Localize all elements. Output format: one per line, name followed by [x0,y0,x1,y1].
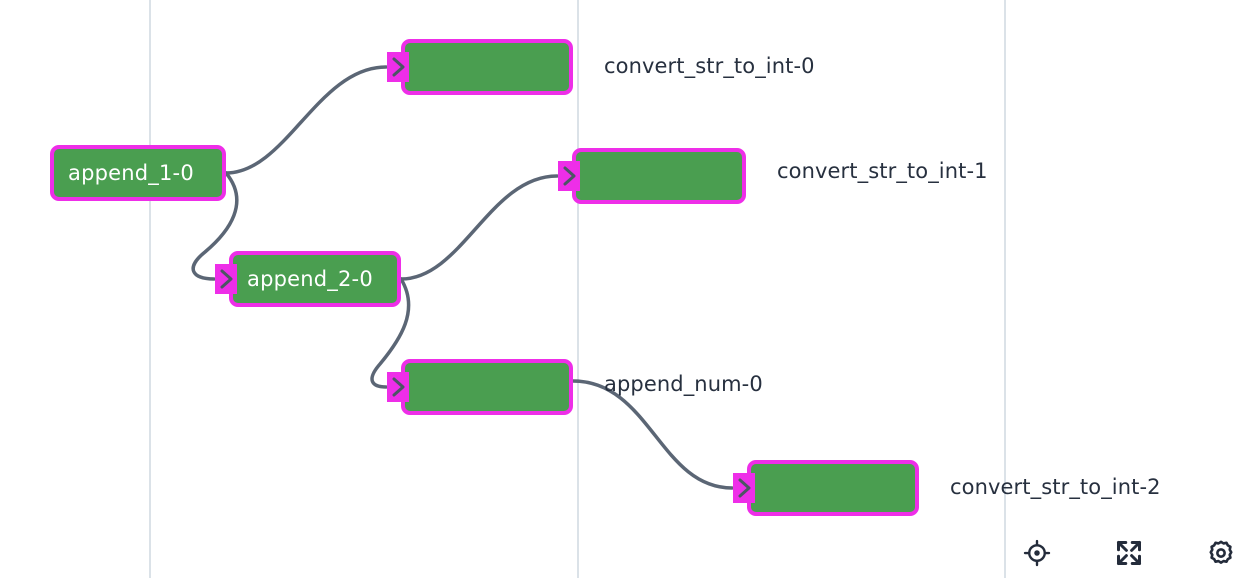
crosshair-target-icon [1022,538,1052,568]
node-caption: append_num-0 [604,372,763,396]
gridline [1004,0,1006,578]
canvas-controls [1020,536,1238,570]
node-input-port[interactable] [387,52,409,82]
edge[interactable] [224,65,388,175]
gridline [577,0,579,578]
graph-node[interactable] [733,460,919,516]
graph-node[interactable]: append_1-0 [50,145,226,201]
chevron-right-icon [220,269,232,289]
node-input-port[interactable] [558,161,580,191]
node-caption: convert_str_to_int-0 [604,54,815,78]
node-label: append_1-0 [68,160,194,185]
chevron-right-icon [738,478,750,498]
gridline [149,0,151,578]
center-view-button[interactable] [1020,536,1054,570]
fit-view-button[interactable] [1112,536,1146,570]
gear-icon [1206,538,1236,568]
chevron-right-icon [392,377,404,397]
chevron-right-icon [563,166,575,186]
graph-node[interactable]: append_2-0 [215,251,401,307]
edge[interactable] [399,174,559,281]
node-input-port[interactable] [733,473,755,503]
node-caption: convert_str_to_int-2 [950,475,1161,499]
node-caption: convert_str_to_int-1 [777,159,988,183]
graph-node[interactable] [387,39,573,95]
fullscreen-expand-icon [1114,538,1144,568]
chevron-right-icon [392,57,404,77]
graph-node[interactable] [387,359,573,415]
node-input-port[interactable] [215,264,237,294]
graph-node[interactable] [558,148,746,204]
node-label: append_2-0 [247,266,373,291]
edge[interactable] [571,379,734,490]
settings-button[interactable] [1204,536,1238,570]
node-input-port[interactable] [387,372,409,402]
